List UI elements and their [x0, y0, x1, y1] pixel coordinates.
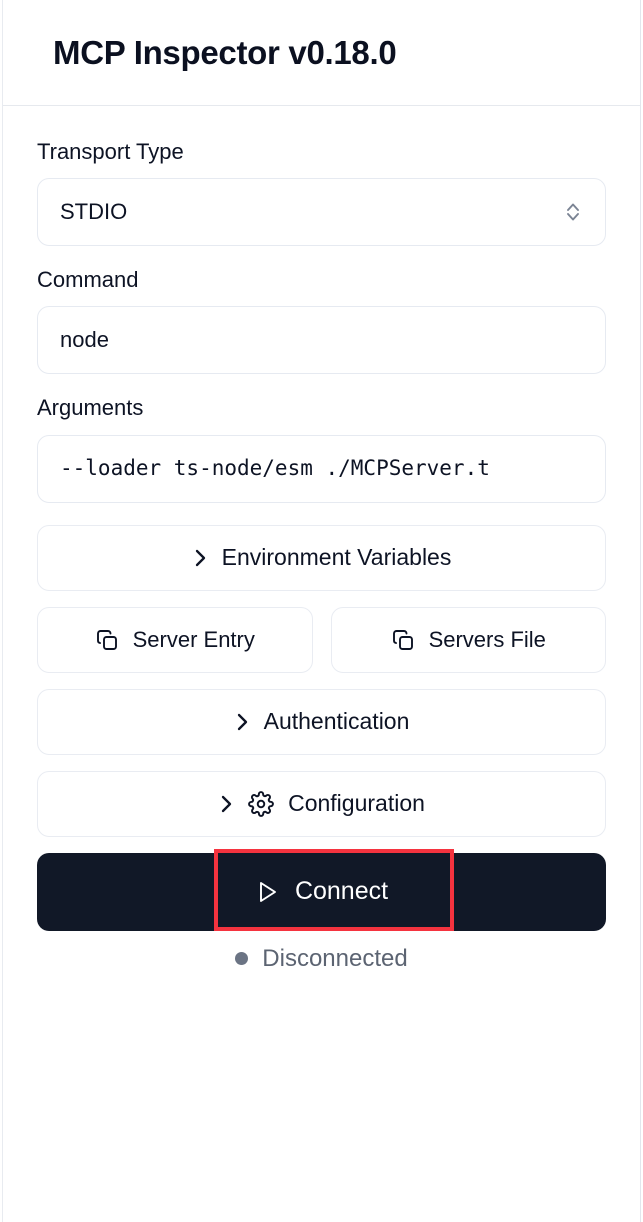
copy-icon — [95, 628, 119, 652]
authentication-label: Authentication — [263, 708, 410, 735]
arguments-label: Arguments — [37, 395, 144, 421]
copy-server-entry-label: Server Entry — [132, 626, 255, 652]
copy-servers-file-button[interactable]: Servers File — [330, 606, 606, 673]
command-input[interactable]: node — [37, 306, 606, 375]
copy-icon — [391, 628, 415, 652]
connection-form: Transport Type STDIO Command node — [3, 106, 640, 971]
chevrons-up-down-icon — [563, 199, 583, 225]
arguments-value: --loader ts-node/esm ./MCPServer.t — [60, 458, 490, 480]
transport-type-label: Transport Type — [37, 139, 184, 164]
transport-type-value: STDIO — [60, 199, 128, 225]
status-dot-icon — [235, 952, 249, 966]
copy-buttons-row: Server Entry Servers File — [37, 606, 606, 673]
connect-area: Connect — [37, 848, 606, 931]
configuration-toggle[interactable]: Configuration — [37, 770, 606, 837]
transport-type-field: Transport Type STDIO — [37, 139, 606, 247]
connect-button-label: Connect — [294, 877, 389, 906]
copy-servers-file-label: Servers File — [428, 626, 546, 652]
play-icon — [255, 879, 279, 905]
arguments-field: Arguments --loader ts-node/esm ./MCPServ… — [37, 395, 606, 503]
copy-server-entry-button[interactable]: Server Entry — [37, 606, 313, 673]
chevron-right-icon — [192, 546, 208, 570]
command-field: Command node — [37, 267, 606, 375]
page-title: MCP Inspector v0.18.0 — [53, 34, 397, 71]
arguments-input[interactable]: --loader ts-node/esm ./MCPServer.t — [37, 434, 606, 503]
chevron-right-icon — [234, 710, 250, 734]
connection-status: Disconnected — [37, 944, 606, 972]
gear-icon — [248, 790, 274, 817]
environment-variables-label: Environment Variables — [221, 544, 452, 571]
connect-button[interactable]: Connect — [37, 852, 606, 931]
chevron-right-icon — [218, 792, 234, 816]
status-badge: Disconnected — [262, 944, 408, 972]
environment-variables-toggle[interactable]: Environment Variables — [37, 524, 606, 591]
authentication-toggle[interactable]: Authentication — [37, 688, 606, 755]
app-header: MCP Inspector v0.18.0 — [3, 0, 640, 106]
configuration-label: Configuration — [288, 790, 425, 817]
command-value: node — [60, 327, 109, 353]
transport-type-select[interactable]: STDIO — [37, 178, 606, 247]
command-label: Command — [37, 267, 139, 293]
